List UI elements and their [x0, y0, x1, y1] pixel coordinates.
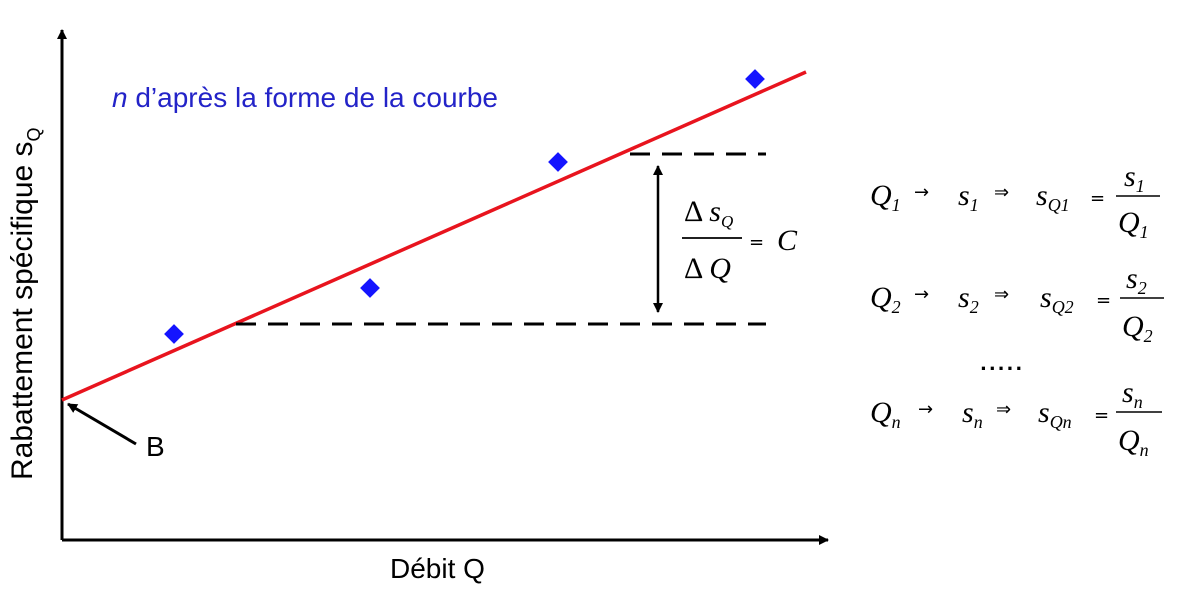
svg-text:sQ1: sQ1 [1036, 179, 1070, 215]
svg-text:→: → [914, 182, 929, 203]
equation-row-2: Q2 → s2 ⇒ sQ2 = s2 Q2 [870, 262, 1164, 346]
svg-text:→: → [914, 284, 929, 305]
svg-text:=: = [1094, 405, 1109, 426]
intercept-arrow [67, 402, 137, 446]
svg-text:=: = [1090, 188, 1105, 209]
svg-text:Qn: Qn [870, 396, 901, 432]
ellipsis-dots: ..... [980, 354, 1024, 375]
svg-text:=: = [1096, 290, 1111, 311]
y-axis-label: Rabattement spécifique sQ [6, 127, 44, 480]
svg-text:Q1: Q1 [870, 179, 901, 215]
svg-text:C: C [777, 224, 798, 257]
svg-text:ΔsQ: ΔsQ [684, 195, 733, 231]
data-point [360, 278, 380, 298]
svg-text:s1: s1 [958, 179, 979, 215]
svg-text:⇒: ⇒ [996, 399, 1011, 420]
svg-text:s1: s1 [1124, 160, 1145, 196]
equation-row-1: Q1 → s1 ⇒ sQ1 = s1 Q1 [870, 160, 1160, 242]
data-point [548, 152, 568, 172]
svg-text:sn: sn [962, 396, 983, 432]
svg-text:Qn: Qn [1118, 424, 1149, 460]
data-point [745, 69, 765, 89]
svg-text:Q2: Q2 [870, 281, 901, 317]
data-point [164, 324, 184, 344]
svg-text:ΔQ: ΔQ [684, 252, 731, 285]
svg-text:sQn: sQn [1038, 396, 1072, 432]
svg-text:Q2: Q2 [1122, 310, 1153, 346]
x-axis-label: Débit Q [390, 553, 485, 584]
curve-annotation: n d’après la forme de la courbe [112, 82, 498, 113]
svg-text:⇒: ⇒ [994, 182, 1009, 203]
svg-text:s2: s2 [1126, 262, 1147, 298]
svg-text:Q1: Q1 [1118, 206, 1149, 242]
svg-text:s2: s2 [958, 281, 979, 317]
equations-block: Q1 → s1 ⇒ sQ1 = s1 Q1 Q2 → s2 ⇒ sQ2 = s2… [870, 160, 1164, 460]
svg-text:=: = [749, 232, 764, 253]
regression-line [61, 70, 807, 402]
equation-row-n: Qn → sn ⇒ sQn = sn Qn [870, 376, 1162, 460]
svg-text:sn: sn [1122, 376, 1143, 412]
svg-text:→: → [918, 399, 933, 420]
svg-text:sQ2: sQ2 [1040, 281, 1074, 317]
svg-text:⇒: ⇒ [994, 284, 1009, 305]
intercept-label: B [146, 431, 165, 462]
